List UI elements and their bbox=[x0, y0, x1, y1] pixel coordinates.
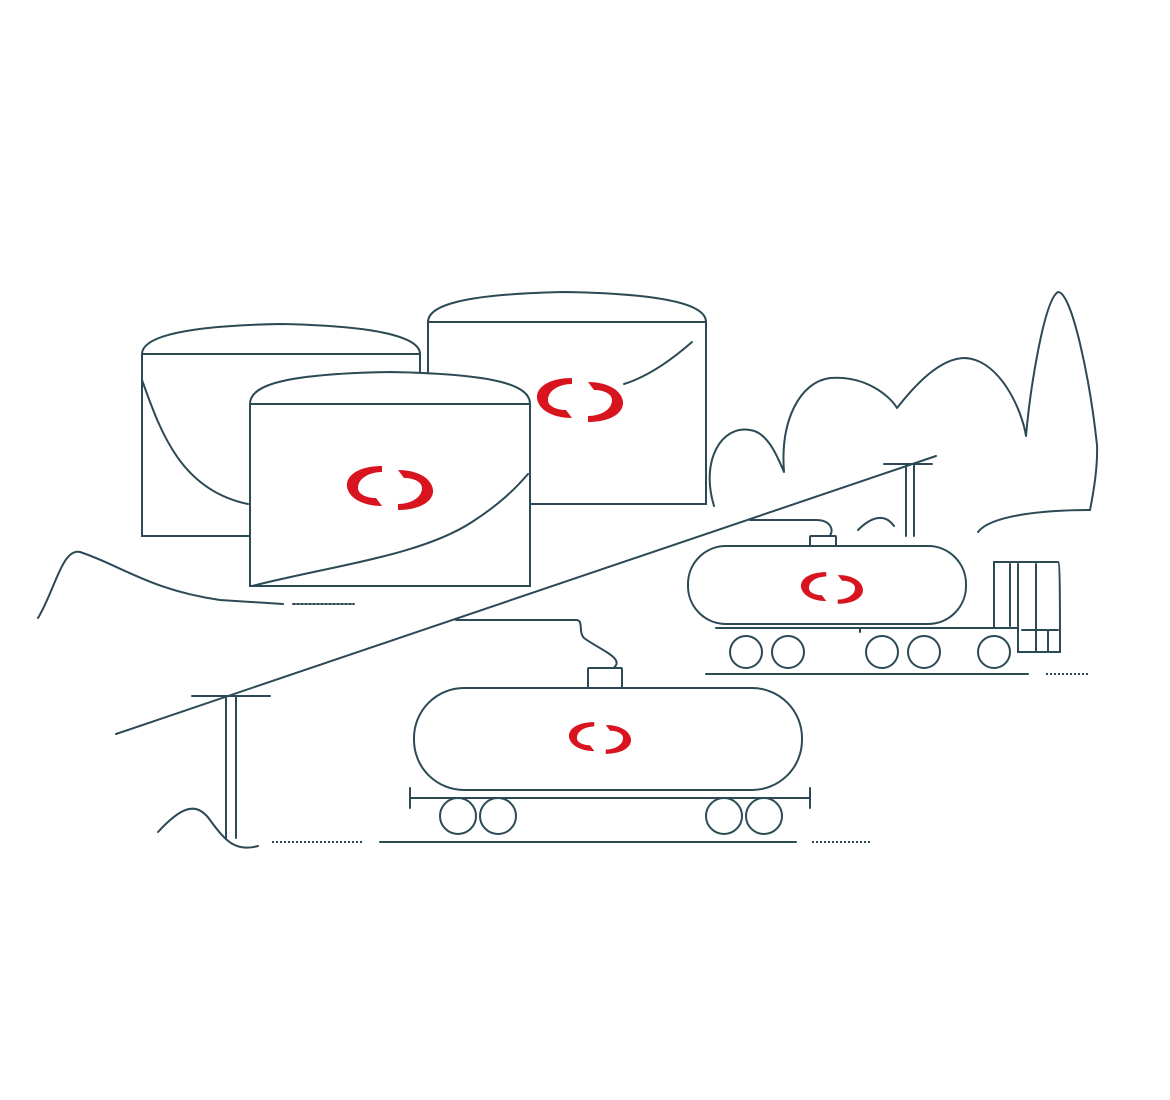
tank-truck-icon bbox=[993, 561, 1062, 653]
bush-small bbox=[857, 516, 895, 531]
wheel bbox=[479, 797, 517, 835]
wheel bbox=[865, 635, 899, 669]
hill-bottom-left bbox=[157, 807, 259, 849]
wheel bbox=[729, 635, 763, 669]
rail-tank-car-front bbox=[272, 619, 872, 843]
wheel bbox=[977, 635, 1011, 669]
wheel bbox=[907, 635, 941, 669]
storage-tank-front bbox=[249, 370, 531, 587]
hill-left bbox=[37, 550, 284, 619]
bush-right bbox=[977, 509, 1091, 533]
wheel bbox=[745, 797, 783, 835]
background-landscape bbox=[37, 291, 1099, 849]
wheel bbox=[771, 635, 805, 669]
tree-icon bbox=[708, 291, 1099, 511]
rail-tank-car-back bbox=[687, 519, 1090, 675]
pole-right bbox=[905, 463, 915, 537]
wheel bbox=[439, 797, 477, 835]
power-cable bbox=[115, 455, 937, 735]
pole-left bbox=[225, 695, 237, 839]
wheel bbox=[705, 797, 743, 835]
power-line-icon bbox=[115, 455, 937, 839]
